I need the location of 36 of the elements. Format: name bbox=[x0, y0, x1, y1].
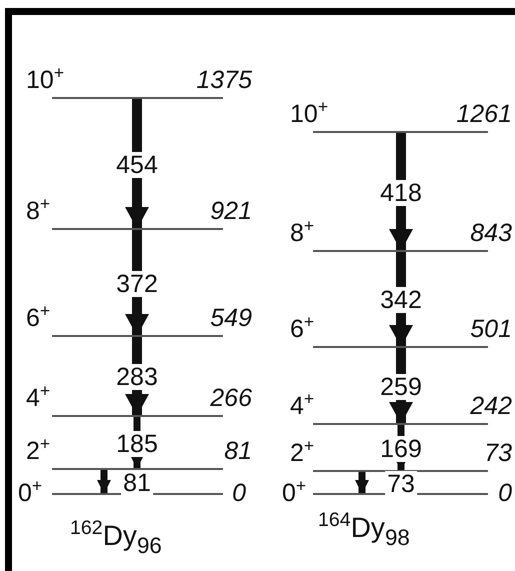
spin-label: 0$^{+}$ bbox=[282, 479, 306, 507]
energy-value: 242 bbox=[470, 392, 512, 420]
energy-value: 921 bbox=[210, 197, 252, 225]
energy-value: 1261 bbox=[456, 100, 512, 128]
transition-arrow bbox=[125, 99, 149, 229]
spin-label: 8$^{+}$ bbox=[26, 197, 50, 225]
spin-label: 2$^{+}$ bbox=[290, 439, 314, 467]
transition-energy: 418 bbox=[378, 180, 424, 206]
transition-energy: 454 bbox=[114, 152, 160, 178]
spin-label: 0$^{+}$ bbox=[18, 479, 42, 507]
transition-energy: 73 bbox=[385, 470, 417, 496]
energy-value: 501 bbox=[470, 315, 512, 343]
transition-arrow bbox=[97, 470, 111, 494]
transition-energy: 372 bbox=[114, 270, 160, 296]
spin-label: 4$^{+}$ bbox=[26, 384, 50, 412]
nucleus-label: $^{164}$Dy$_{98}$ bbox=[318, 512, 410, 544]
energy-value: 266 bbox=[210, 384, 252, 412]
spin-label: 2$^{+}$ bbox=[26, 437, 50, 465]
spin-label: 6$^{+}$ bbox=[26, 304, 50, 332]
energy-value: 843 bbox=[470, 219, 512, 247]
spin-label: 4$^{+}$ bbox=[290, 392, 314, 420]
energy-value: 73 bbox=[484, 439, 512, 467]
spin-label: 8$^{+}$ bbox=[290, 219, 314, 247]
energy-value: 1375 bbox=[196, 66, 252, 94]
energy-value: 549 bbox=[210, 304, 252, 332]
spin-label: 6$^{+}$ bbox=[290, 315, 314, 343]
transition-energy: 259 bbox=[378, 374, 424, 400]
nucleus-label: $^{162}$Dy$_{96}$ bbox=[70, 520, 162, 552]
energy-value: 0 bbox=[232, 479, 246, 507]
transition-energy: 342 bbox=[378, 287, 424, 313]
energy-value: 81 bbox=[224, 437, 252, 465]
spin-label: 10$^{+}$ bbox=[26, 66, 64, 94]
spin-label: 10$^{+}$ bbox=[290, 100, 328, 128]
transition-arrow bbox=[355, 472, 369, 494]
transition-energy: 283 bbox=[114, 364, 160, 390]
energy-value: 0 bbox=[498, 479, 512, 507]
